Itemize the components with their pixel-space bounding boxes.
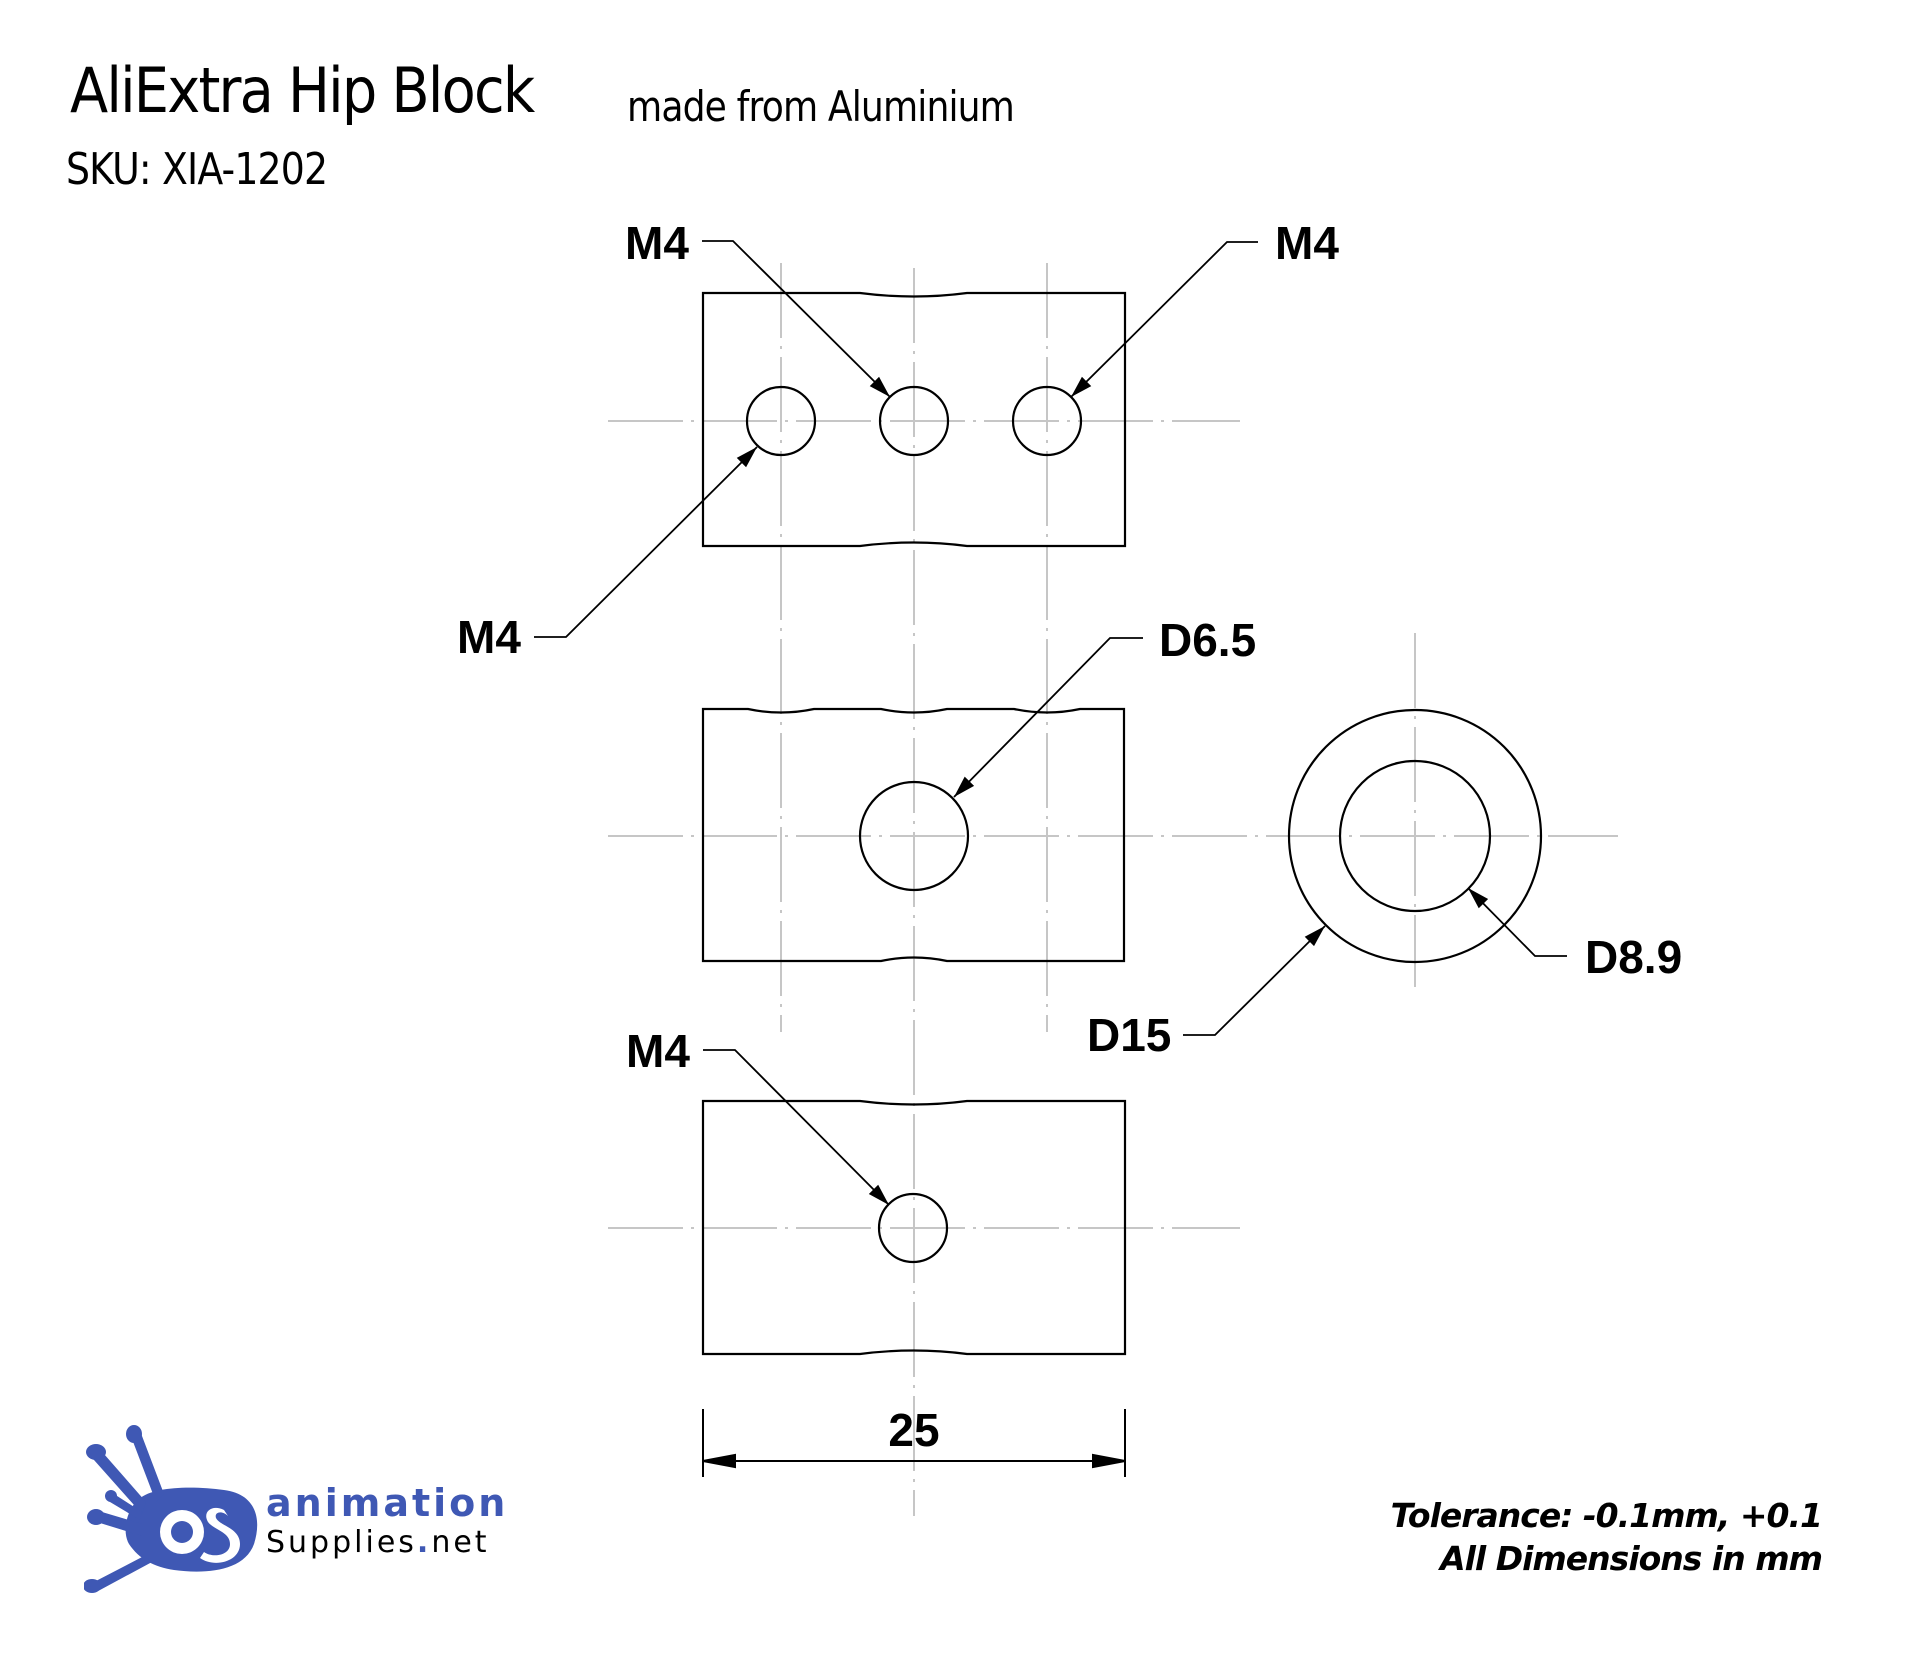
outer-diameter-circle <box>1287 708 1543 964</box>
end-view <box>1287 708 1543 964</box>
hole-d6-5 <box>858 780 970 892</box>
callout-d8-9: D8.9 <box>1585 931 1682 983</box>
logo-word-supplies-net: Supplies.net <box>266 1528 490 1558</box>
leaders <box>534 240 1567 1206</box>
length-dimension <box>702 1409 1126 1477</box>
animation-supplies-logo: animation Supplies.net <box>84 1424 524 1594</box>
top-view <box>701 291 1127 548</box>
front-view <box>701 707 1126 963</box>
sku-label: SKU: XIA-1202 <box>66 144 328 195</box>
hole-m4-bottom <box>877 1192 949 1264</box>
hole-m4-left <box>745 385 817 457</box>
callout-d15: D15 <box>1087 1009 1171 1061</box>
callout-m4-bottom: M4 <box>626 1025 690 1077</box>
hole-m4-right <box>1011 385 1083 457</box>
inner-diameter-circle <box>1338 759 1492 913</box>
callout-m4-top-right: M4 <box>1275 217 1339 269</box>
logo-net-text: net <box>431 1525 490 1560</box>
drawing-notes: Tolerance: -0.1mm, +0.1 All Dimensions i… <box>1390 1494 1823 1580</box>
overall-length-value: 25 <box>888 1404 939 1456</box>
callout-d6-5: D6.5 <box>1159 614 1256 666</box>
logo-dot: . <box>416 1525 432 1560</box>
material-subtitle: made from Aluminium <box>627 82 1015 131</box>
callout-m4-left: M4 <box>457 611 521 663</box>
drawing-title: AliExtra Hip Block <box>70 54 535 127</box>
splash-icon <box>84 1425 258 1593</box>
logo-supplies-text: Supplies <box>266 1525 417 1560</box>
bottom-view <box>701 1099 1127 1356</box>
hole-m4-center <box>878 385 950 457</box>
callout-m4-top-left: M4 <box>625 217 689 269</box>
units-note: All Dimensions in mm <box>1440 1539 1823 1578</box>
tolerance-note: Tolerance: -0.1mm, +0.1 <box>1390 1496 1823 1535</box>
centerlines <box>608 263 1618 1516</box>
logo-word-animation: animation <box>266 1481 509 1525</box>
